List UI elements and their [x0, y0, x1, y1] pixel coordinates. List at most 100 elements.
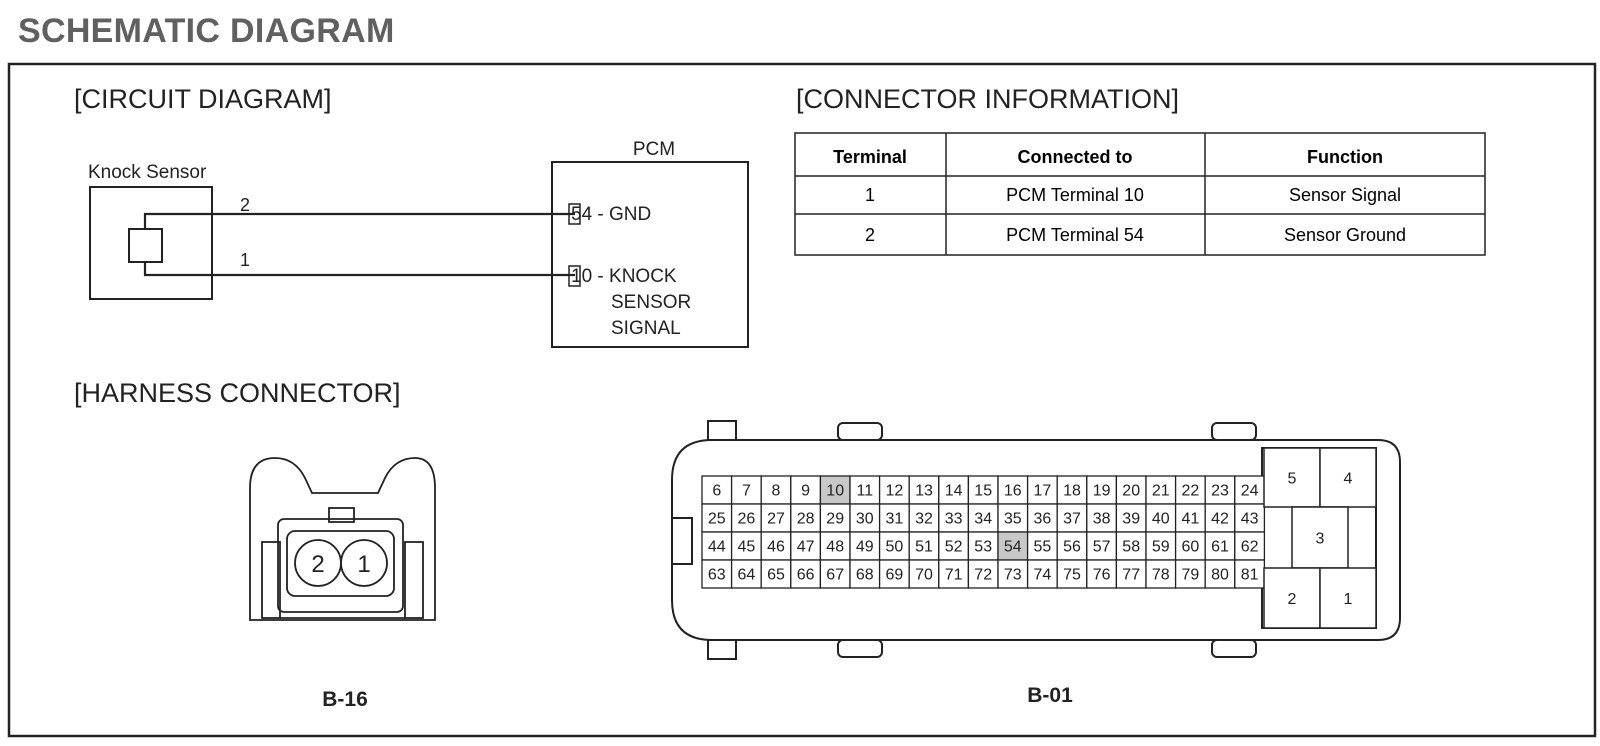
b16-label: B-16 — [322, 688, 368, 711]
b01-pin-cell — [1026, 531, 1058, 561]
b01-side-pins: 5 4 3 2 1 — [1263, 447, 1377, 629]
wire-signal — [143, 262, 575, 277]
table-cell: PCM Terminal 10 — [1006, 185, 1144, 205]
b01-pin-cell — [730, 559, 762, 589]
wire-num-2: 2 — [240, 195, 250, 215]
b01-side-pin-label: 3 — [1316, 531, 1325, 548]
wire-num-1: 1 — [240, 250, 250, 270]
b01-pin-label: 8 — [772, 483, 781, 500]
knock-sensor-box — [89, 186, 213, 300]
table-header-terminal: Terminal — [833, 147, 907, 167]
table-cell: PCM Terminal 54 — [1006, 225, 1144, 245]
b01-pin-label: 9 — [801, 483, 810, 500]
b01-side-pin-label: 5 — [1288, 471, 1297, 488]
b01-pin-label: 61 — [1211, 539, 1229, 556]
b01-pin-label: 42 — [1211, 511, 1229, 528]
b01-pin-label: 64 — [738, 567, 756, 584]
b01-pin-label: 15 — [974, 483, 992, 500]
pcm-pin-54-marker — [568, 203, 581, 225]
b01-pin-label: 40 — [1152, 511, 1170, 528]
b16-connector — [249, 457, 436, 621]
b01-pin-label: 73 — [1004, 567, 1022, 584]
connector-info-table: Terminal Connected to Function 1 PCM Ter… — [794, 132, 1486, 256]
b01-pin-cell — [1026, 559, 1058, 589]
b01-side-pin-cell — [1291, 506, 1349, 569]
wire-ground — [143, 212, 575, 229]
b01-pin-label: 6 — [712, 483, 721, 500]
b01-pin-label: 22 — [1182, 483, 1200, 500]
b01-pin-cell — [997, 503, 1029, 533]
b01-side-pin-label: 1 — [1344, 591, 1353, 608]
b01-pin-label: 48 — [826, 539, 844, 556]
pcm-pin-10-marker — [568, 265, 581, 287]
b01-pin-label: 39 — [1122, 511, 1140, 528]
b01-pin-label: 35 — [1004, 511, 1022, 528]
pcm-pin-knock-line1: 10 - KNOCK — [571, 266, 677, 287]
b01-pin-label: 80 — [1211, 567, 1229, 584]
b01-pin-label: 12 — [886, 483, 904, 500]
b01-pin-label: 76 — [1093, 567, 1111, 584]
b01-pin-cell — [1056, 559, 1088, 589]
b01-pin-cell — [730, 531, 762, 561]
b01-pin-label: 19 — [1093, 483, 1111, 500]
b01-pin-label: 11 — [856, 483, 873, 500]
b01-pin-label: 10 — [826, 483, 844, 500]
b01-pin-cell — [967, 475, 999, 505]
b16-pin-1: 1 — [357, 551, 370, 578]
b01-pin-cell — [908, 559, 940, 589]
b01-pin-cell — [1115, 559, 1147, 589]
b01-pin-label: 50 — [886, 539, 904, 556]
b01-pin-label: 32 — [915, 511, 933, 528]
b01-pin-cell — [819, 503, 851, 533]
b01-pin-label: 54 — [1004, 539, 1022, 556]
pcm-label: PCM — [633, 139, 675, 160]
b01-side-pin-label: 4 — [1344, 471, 1353, 488]
b01-pin-label: 21 — [1152, 483, 1170, 500]
b01-pin-cell — [1174, 559, 1206, 589]
b01-pin-cell — [938, 531, 970, 561]
b01-pin-label: 58 — [1122, 539, 1140, 556]
b01-side-pin-label: 2 — [1288, 591, 1297, 608]
b01-pin-cell — [1234, 531, 1266, 561]
table-cell: Sensor Signal — [1289, 185, 1401, 205]
pcm-box — [551, 161, 749, 348]
pcm-pin-knock-line3: SIGNAL — [611, 318, 681, 339]
b01-pin-label: 51 — [915, 539, 933, 556]
b01-label: B-01 — [1027, 684, 1073, 707]
b01-pin-label: 78 — [1152, 567, 1170, 584]
circuit-heading: [CIRCUIT DIAGRAM] — [74, 84, 332, 114]
b01-pin-label: 13 — [915, 483, 933, 500]
b01-pin-label: 45 — [738, 539, 756, 556]
table-cell: 2 — [865, 225, 875, 245]
b01-pin-label: 55 — [1034, 539, 1052, 556]
b01-pin-label: 25 — [708, 511, 726, 528]
b01-pin-label: 77 — [1122, 567, 1140, 584]
b01-pin-cell — [849, 503, 881, 533]
b01-pin-label: 74 — [1034, 567, 1052, 584]
b01-pin-label: 47 — [797, 539, 815, 556]
b01-pin-label: 60 — [1182, 539, 1200, 556]
knock-sensor-label: Knock Sensor — [88, 162, 207, 183]
b01-pin-label: 66 — [797, 567, 815, 584]
b01-pin-label: 72 — [974, 567, 992, 584]
b01-pin-label: 41 — [1182, 511, 1200, 528]
b01-pin-cell — [819, 531, 851, 561]
b01-pin-cell — [790, 503, 822, 533]
b01-pin-cell — [730, 475, 762, 505]
b01-pin-cell — [1086, 503, 1118, 533]
b01-pin-label: 79 — [1182, 567, 1200, 584]
b01-pin-cell — [1234, 503, 1266, 533]
knock-sensor-element — [128, 228, 163, 263]
b01-pin-label: 81 — [1241, 567, 1259, 584]
b01-pin-cell — [819, 559, 851, 589]
b01-pin-cell — [938, 503, 970, 533]
b01-pin-label: 62 — [1241, 539, 1259, 556]
b01-pin-label: 23 — [1211, 483, 1229, 500]
b01-pin-label: 52 — [945, 539, 963, 556]
b01-pin-label: 56 — [1063, 539, 1081, 556]
b01-pin-label: 46 — [767, 539, 785, 556]
table-header-connected: Connected to — [1018, 147, 1133, 167]
b01-pin-cell — [701, 559, 733, 589]
b01-pin-label: 37 — [1063, 511, 1081, 528]
b01-pin-label: 24 — [1241, 483, 1259, 500]
